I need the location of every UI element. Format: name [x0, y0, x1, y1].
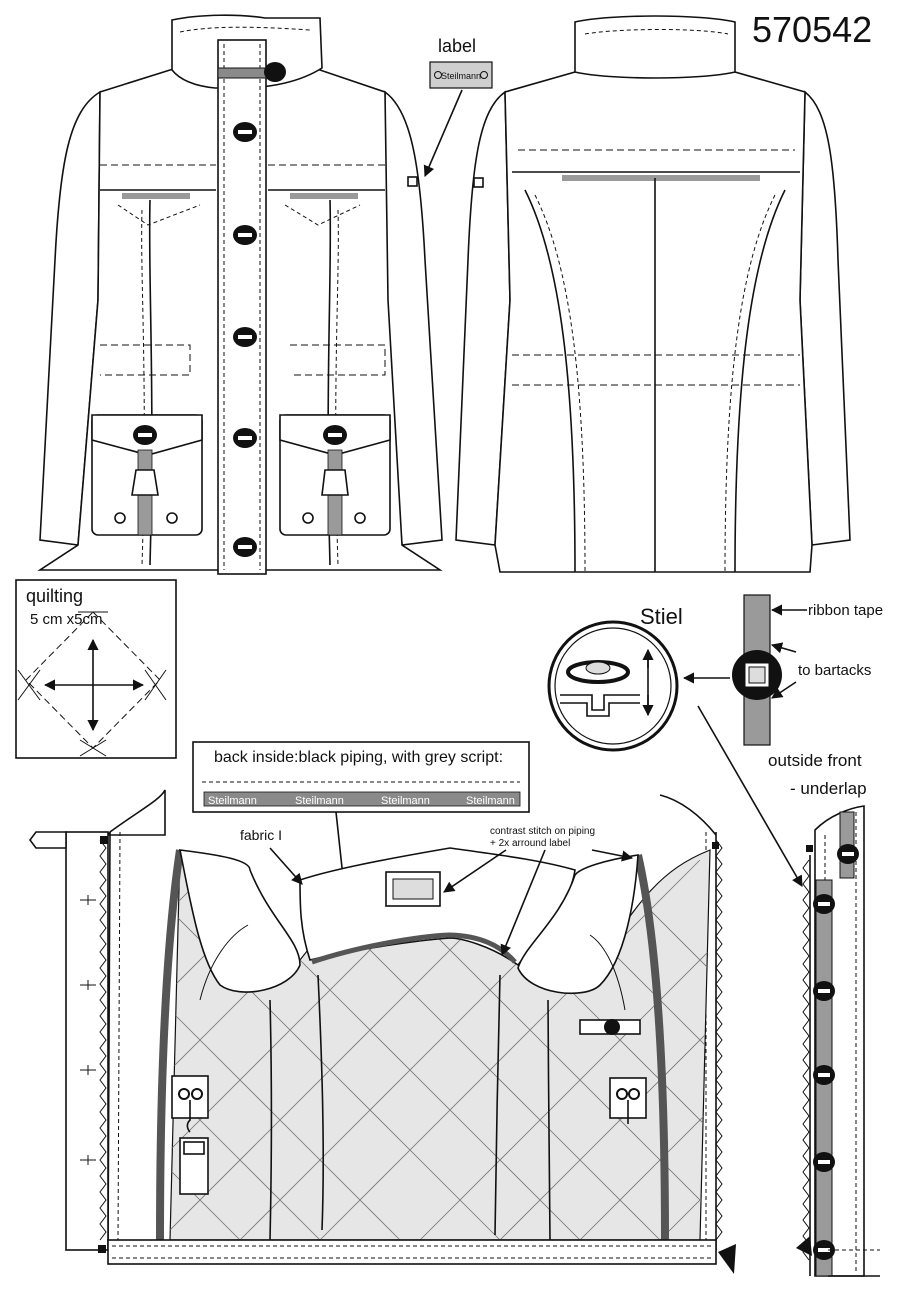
script-repeat: Steilmann	[466, 795, 515, 807]
label-callout: label Steilmann	[423, 36, 493, 178]
quilting-size: 5 cm x5cm	[30, 611, 103, 628]
outside-front-line2: - underlap	[790, 779, 867, 798]
script-repeat: Steilmann	[381, 795, 430, 807]
script-repeat: Steilmann	[295, 795, 344, 807]
outside-front-line1: outside front	[768, 751, 862, 770]
zigzag-right	[715, 839, 723, 1241]
back-inside-title: back inside:black piping, with grey scri…	[214, 749, 503, 766]
script-repeat: Steilmann	[208, 795, 257, 807]
label-callout-title: label	[438, 36, 476, 56]
zigzag-left	[99, 839, 107, 1241]
inside-view: fabric I contrast stitch on piping + 2x …	[29, 789, 736, 1274]
stiel-detail: Stiel ribbon tape to bartacks	[547, 594, 883, 887]
stiel-title: Stiel	[640, 604, 683, 629]
stiel-ribbon-tape: ribbon tape	[808, 602, 883, 619]
contrast-note-line2: + 2x arround label	[490, 838, 570, 849]
quilting-detail: quilting 5 cm x5cm	[15, 579, 177, 759]
fabric-label: fabric I	[240, 827, 282, 843]
label-brand-text: Steilmann	[441, 71, 481, 81]
contrast-note-line1: contrast stitch on piping	[490, 826, 595, 837]
stiel-bartacks: to bartacks	[798, 662, 871, 679]
back-inside-note: back inside:black piping, with grey scri…	[192, 741, 530, 944]
back-view-jacket	[455, 15, 851, 573]
front-view-jacket	[37, 14, 443, 575]
placket-buttons	[233, 62, 286, 557]
style-number: 570542	[752, 9, 872, 50]
outside-front-underlap: outside front - underlap	[768, 751, 880, 1277]
quilting-title: quilting	[26, 586, 83, 606]
